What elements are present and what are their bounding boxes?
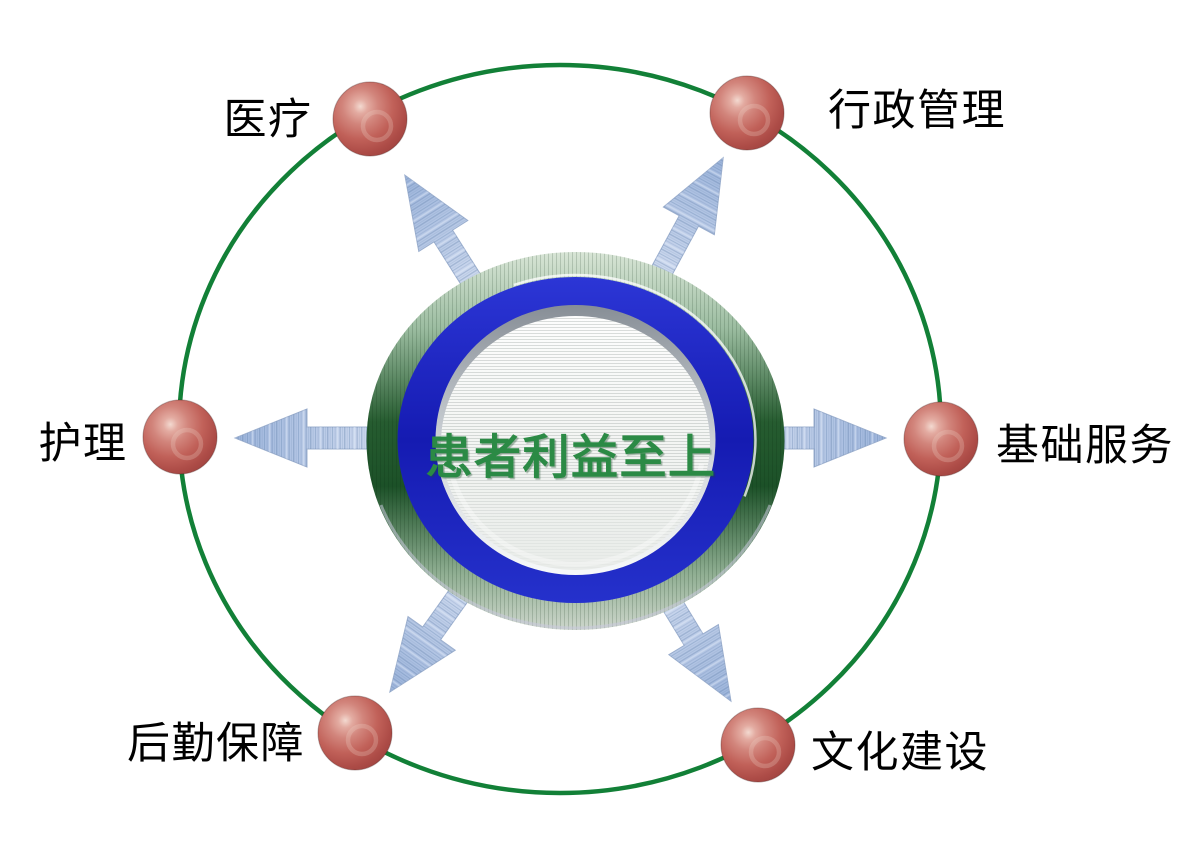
center-disc-outer-rim-light	[379, 504, 772, 630]
center-disc-texture	[441, 316, 710, 570]
center-disc	[366, 251, 785, 630]
node-sphere-logistics	[317, 695, 393, 771]
center-disc-inner-highlight	[446, 463, 705, 567]
node-label-logistics: 后勤保障	[127, 721, 305, 768]
node-label-nursing: 护理	[38, 421, 128, 468]
node-sphere-medical	[332, 81, 408, 157]
node-sphere-nursing	[142, 399, 218, 475]
node-label-medical: 医疗	[223, 97, 313, 144]
node-label-basic-services: 基础服务	[996, 423, 1174, 470]
node-sphere-culture	[720, 707, 796, 783]
node-label-culture: 文化建设	[811, 730, 989, 777]
center-slogan: 患者利益至上	[425, 432, 717, 485]
node-sphere-basic-services	[903, 401, 979, 477]
node-label-administration: 行政管理	[828, 88, 1006, 135]
center-disc-white-gap	[513, 273, 757, 497]
node-sphere-administration	[709, 75, 785, 151]
